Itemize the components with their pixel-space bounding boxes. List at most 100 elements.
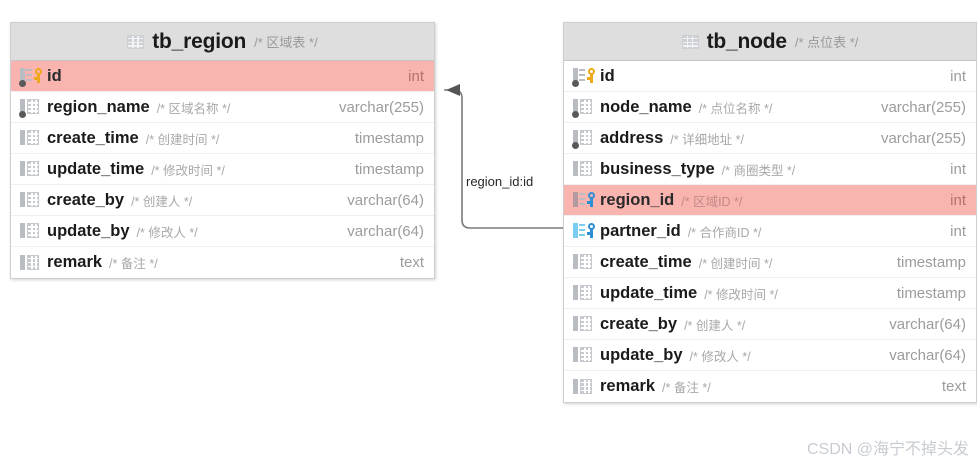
column-row[interactable]: business_type/* 商圈类型 */int — [564, 154, 976, 185]
column-row[interactable]: address/* 详细地址 */varchar(255) — [564, 123, 976, 154]
table-name-tb-node: tb_node — [706, 29, 787, 53]
grid-icon — [127, 34, 145, 49]
column-icon-wrap — [19, 97, 43, 118]
column-lines — [579, 192, 586, 207]
column-type: int — [950, 191, 966, 209]
column-name: address — [600, 128, 664, 147]
column-comment: /* 合作商ID */ — [687, 225, 762, 240]
column-name: create_time — [600, 252, 692, 271]
column-row[interactable]: remark/* 备注 */text — [11, 247, 434, 278]
column-icon-wrap — [19, 221, 43, 241]
column-bar — [573, 316, 578, 331]
grid-icon — [681, 34, 699, 49]
column-name: update_time — [600, 283, 698, 302]
column-comment: /* 点位名称 */ — [698, 101, 773, 116]
column-name: create_by — [600, 314, 678, 333]
column-type: varchar(64) — [889, 315, 966, 333]
column-row[interactable]: region_id /* 区域ID */ int — [564, 185, 976, 216]
column-name: id — [600, 66, 615, 85]
column-icon-wrap — [572, 159, 596, 179]
column-icon — [580, 130, 592, 145]
column-icon-wrap — [572, 345, 596, 365]
column-row[interactable]: region_name/* 区域名称 */varchar(255) — [11, 92, 434, 123]
column-comment: /* 修改人 */ — [689, 349, 751, 364]
column-comment: /* 修改时间 */ — [151, 163, 225, 178]
column-bar — [20, 68, 25, 83]
column-name: update_by — [47, 221, 130, 240]
column-icon-wrap — [19, 253, 43, 273]
column-type: timestamp — [896, 253, 966, 271]
column-type: int — [408, 67, 424, 85]
column-type: varchar(255) — [880, 98, 966, 116]
column-bar — [573, 285, 578, 300]
not-null-dot — [572, 142, 579, 149]
column-icon-wrap — [572, 377, 596, 397]
column-name: region_id — [600, 190, 675, 209]
column-bar — [20, 254, 25, 270]
column-icon-wrap — [19, 66, 43, 87]
column-row[interactable]: update_by /* 修改人 */ varchar(64) — [11, 216, 434, 247]
column-comment: /* 备注 */ — [109, 257, 158, 271]
column-icon — [580, 347, 592, 362]
column-type: timestamp — [354, 160, 424, 178]
column-row[interactable]: update_time /* 修改时间 */ timestamp — [11, 154, 434, 185]
column-row[interactable]: node_name /* 点位名称 */ varchar(255) — [564, 92, 976, 123]
column-comment: /* 备注 */ — [662, 381, 711, 395]
column-icon-wrap — [19, 159, 43, 179]
column-icon — [27, 99, 39, 114]
column-bar — [573, 347, 578, 362]
column-comment: /* 区域名称 */ — [156, 101, 231, 116]
column-bar — [20, 161, 25, 176]
column-row[interactable]: partner_id /* 合作商ID */ int — [564, 216, 976, 247]
column-comment: /* 修改人 */ — [136, 225, 198, 240]
column-name: create_by — [47, 190, 125, 209]
column-name: update_time — [47, 159, 145, 178]
table-header-tb-node: tb_node /* 点位表 */ — [564, 23, 976, 61]
column-type: int — [950, 67, 966, 85]
column-icon — [580, 285, 592, 300]
column-icon — [580, 316, 592, 331]
column-row[interactable]: remark/* 备注 */text — [564, 371, 976, 402]
column-bar — [573, 130, 578, 145]
table-header-tb-region: tb_region /* 区域表 */ — [11, 23, 434, 61]
column-bar — [573, 223, 578, 238]
column-row[interactable]: create_time/* 创建时间 */timestamp — [564, 247, 976, 278]
column-row[interactable]: update_by/* 修改人 */varchar(64) — [564, 340, 976, 371]
column-bar — [573, 68, 578, 83]
column-type: int — [950, 222, 966, 240]
column-icon — [580, 99, 592, 114]
column-comment: /* 区域ID */ — [681, 194, 743, 209]
column-bar — [573, 99, 578, 114]
column-type: int — [950, 160, 966, 178]
column-lines — [579, 68, 586, 83]
column-name: region_name — [47, 97, 150, 116]
column-comment: /* 修改时间 */ — [704, 287, 778, 302]
table-comment-tb-node: /* 点位表 */ — [794, 35, 859, 50]
column-row[interactable]: create_by/* 创建人 */varchar(64) — [11, 185, 434, 216]
column-comment: /* 创建人 */ — [684, 318, 746, 333]
column-icon — [27, 254, 39, 270]
not-null-dot — [572, 80, 579, 87]
column-icon — [27, 130, 39, 145]
column-row[interactable]: update_time /* 修改时间 */ timestamp — [564, 278, 976, 309]
column-name: node_name — [600, 97, 692, 116]
column-name: partner_id — [600, 221, 681, 240]
column-type: varchar(64) — [347, 222, 424, 240]
column-icon-wrap — [572, 97, 596, 118]
column-icon-wrap — [572, 252, 596, 272]
column-type: timestamp — [896, 284, 966, 302]
column-lines — [26, 68, 33, 83]
er-table-tb-node[interactable]: tb_node /* 点位表 */ id int node_name /* 点位名称 … — [563, 22, 977, 403]
not-null-dot — [19, 80, 26, 87]
column-icon-wrap — [19, 128, 43, 148]
watermark: CSDN @海宁不掉头发 — [806, 441, 969, 458]
column-row[interactable]: create_time/* 创建时间 */timestamp — [11, 123, 434, 154]
column-row[interactable]: id int — [564, 61, 976, 92]
column-icon — [580, 254, 592, 269]
column-row[interactable]: create_by /* 创建人 */ varchar(64) — [564, 309, 976, 340]
column-icon — [580, 378, 592, 394]
column-type: varchar(255) — [880, 129, 966, 147]
column-name: create_time — [47, 128, 139, 147]
